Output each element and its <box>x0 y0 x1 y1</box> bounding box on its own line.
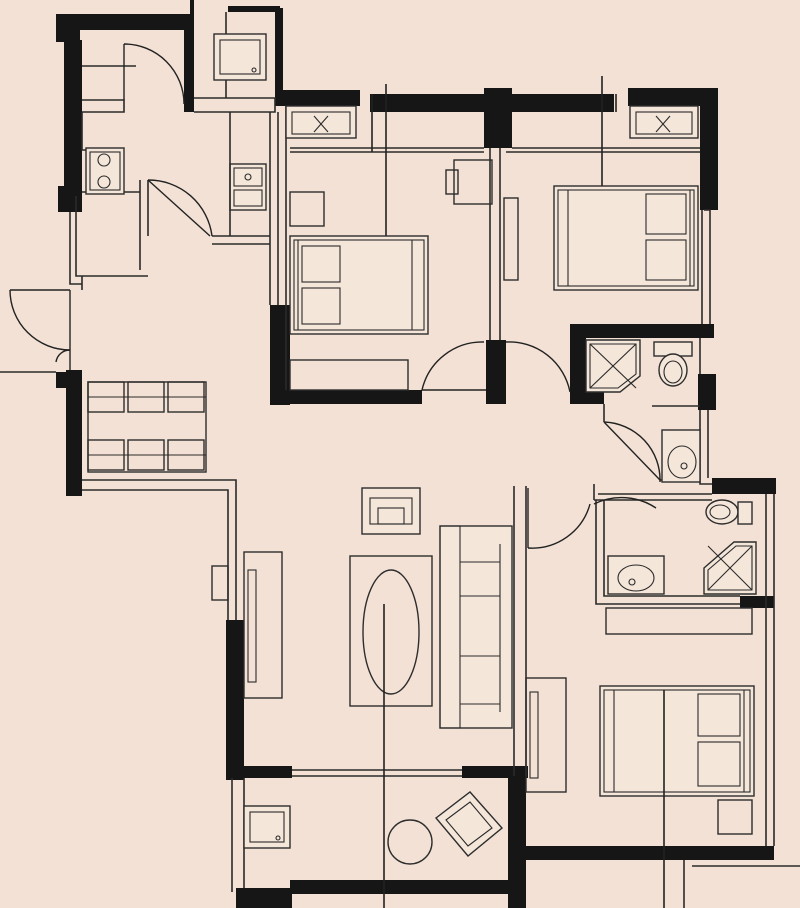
doors <box>9 43 700 549</box>
thin-walls <box>0 12 800 908</box>
bathroom-2 <box>607 499 757 595</box>
dining-table-icon <box>87 381 207 473</box>
coffee-table <box>349 555 433 707</box>
air-conditioner-icon <box>629 105 699 139</box>
balcony-1 <box>243 791 504 865</box>
bedroom-1 <box>289 159 493 391</box>
nightstand <box>289 191 325 227</box>
toilet-icon <box>653 341 693 387</box>
washbasin-icon <box>661 429 701 483</box>
shower-icon <box>585 339 641 393</box>
air-conditioner-icon <box>285 105 357 139</box>
bed-icon <box>599 685 755 797</box>
sink-icon <box>229 163 267 211</box>
bed-icon <box>553 185 699 291</box>
washing-machine-icon <box>243 805 291 849</box>
washbasin-icon <box>607 555 665 595</box>
stove-icon <box>85 147 125 195</box>
living-room <box>211 487 513 908</box>
walls <box>56 0 776 908</box>
bedroom-2 <box>503 185 699 291</box>
washing-machine-icon <box>213 33 267 81</box>
bed-icon <box>289 235 429 335</box>
bathroom-1 <box>585 339 701 483</box>
armchair-icon <box>361 487 421 535</box>
sofa-icon <box>439 525 513 729</box>
wardrobe <box>605 607 753 635</box>
tv-cabinet-icon <box>525 677 567 793</box>
desk-chair-icon <box>445 159 493 205</box>
kitchen-counter <box>81 112 86 151</box>
master-bedroom <box>525 607 755 908</box>
nightstand <box>717 799 753 835</box>
round-table <box>387 819 433 865</box>
wardrobe <box>289 359 409 391</box>
armchair-icon <box>434 791 504 857</box>
desk <box>503 197 519 281</box>
toilet-icon <box>705 499 753 525</box>
shower-icon <box>703 541 757 595</box>
air-conditioner-icon <box>211 565 229 601</box>
tv-cabinet-icon <box>243 551 283 699</box>
